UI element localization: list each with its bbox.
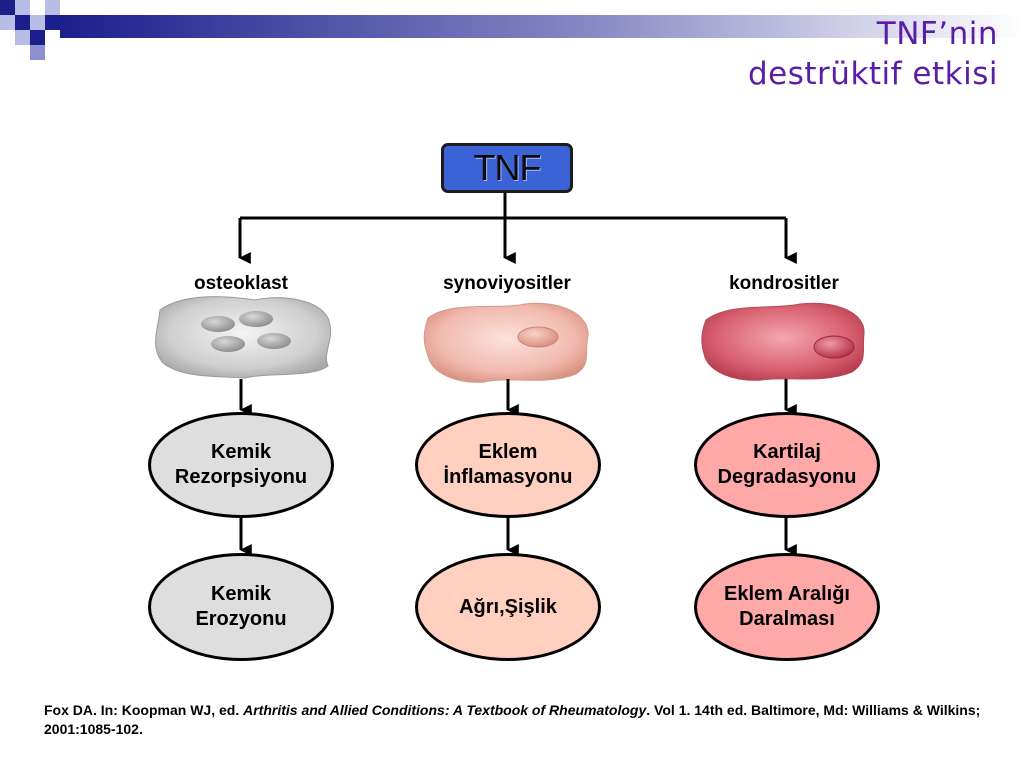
- title-line-2: destrüktif etkisi: [748, 56, 998, 92]
- outcome-node-eklem-araligi-daralmasi: Eklem Aralığı Daralması: [694, 553, 880, 661]
- connector-tree: [238, 193, 797, 264]
- osteoklast-cell-icon: [155, 296, 332, 379]
- header-square: [45, 0, 60, 15]
- header-square: [0, 15, 15, 30]
- header-square: [15, 30, 30, 45]
- header-square: [0, 0, 15, 15]
- osteoklast-nucleus: [239, 311, 273, 327]
- effect-node-kartilaj-degradasyonu: Kartilaj Degradasyonu: [694, 412, 880, 518]
- header-square: [30, 0, 45, 15]
- osteoklast-cell-body: [155, 296, 332, 379]
- title-line-1: TNF’nin: [876, 16, 998, 52]
- effect-node-eklem-inflamasyonu: Eklem İnflamasyonu: [415, 412, 601, 518]
- citation-book-title: Arthritis and Allied Conditions: A Textb…: [243, 702, 647, 718]
- header-square: [45, 15, 60, 30]
- header-gradient-bar: [60, 15, 1024, 38]
- citation-suffix: . Vol 1. 14th ed. Baltimore, Md: William…: [44, 702, 981, 737]
- tnf-root-node: TNF: [441, 143, 573, 193]
- header-square: [15, 15, 30, 30]
- header-square: [30, 30, 45, 45]
- osteoklast-nucleus: [257, 333, 291, 349]
- outcome-node-kemik-erozyonu: Kemik Erozyonu: [148, 553, 334, 661]
- synoviyositler-cell-body: [423, 302, 589, 383]
- synoviyositler-cell-icon: [423, 302, 589, 383]
- header-square: [30, 15, 45, 30]
- osteoklast-nucleus: [211, 336, 245, 352]
- header-square: [30, 45, 45, 60]
- kondrositler-cell-body: [701, 302, 865, 381]
- kondrositler-nucleus: [813, 335, 855, 359]
- kondrositler-cell-icon: [701, 302, 865, 381]
- synoviyositler-nucleus: [517, 326, 559, 348]
- osteoklast-nucleus: [201, 316, 235, 332]
- citation-prefix: Fox DA. In: Koopman WJ, ed.: [44, 702, 244, 718]
- cell-label-osteoklast: osteoklast: [194, 273, 288, 294]
- slide-title: TNF’nin destrüktif etkisi: [748, 14, 998, 94]
- header-square: [15, 0, 30, 15]
- outcome-node-agri-sislik: Ağrı,Şişlik: [415, 553, 601, 661]
- effect-node-kemik-rezorpsiyonu: Kemik Rezorpsiyonu: [148, 412, 334, 518]
- level-arrows: [239, 379, 797, 556]
- cell-label-kondrositler: kondrositler: [729, 273, 839, 294]
- reference-citation: Fox DA. In: Koopman WJ, ed. Arthritis an…: [44, 701, 984, 739]
- header-decoration: [0, 0, 1024, 60]
- cell-label-synoviyositler: synoviyositler: [443, 273, 571, 294]
